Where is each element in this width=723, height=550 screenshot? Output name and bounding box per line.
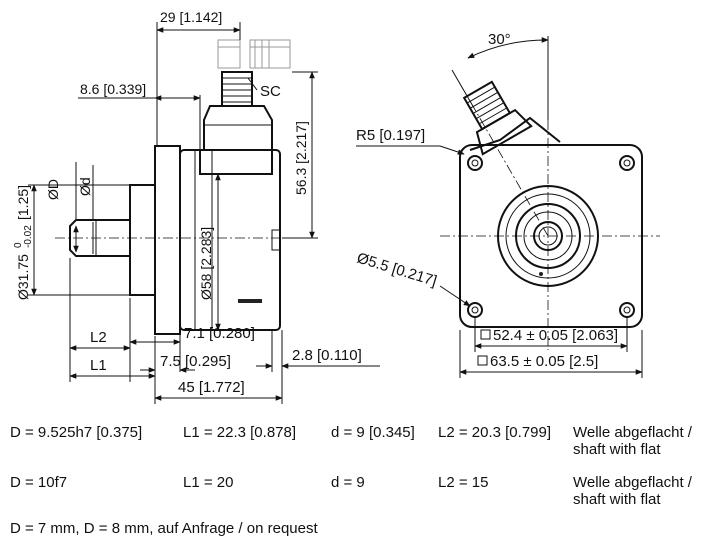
spec-row-2-note: Welle abgeflacht / shaft with flat [573,474,692,508]
technical-drawing: 29 [1.142] 8.6 [0.339] SC 56.3 [2.217] Ø… [13,9,660,404]
mounting-holes [467,155,635,318]
dim-L2-label: L2 [90,329,107,346]
dim-d-label: Ød [77,177,93,196]
dim-56-3-label: 56.3 [2.217] [293,121,309,195]
dim-spigot-tol-lower: -0.02 [23,225,34,248]
spec-row-1-note: Welle abgeflacht / shaft with flat [573,424,692,458]
dim-D-label: ØD [45,179,61,200]
dim-29-label: 29 [1.142] [160,9,222,25]
dim-spigot-tol-upper: 0 [13,242,24,248]
side-view: 29 [1.142] 8.6 [0.339] SC 56.3 [2.217] Ø… [13,9,380,404]
spec-row-1-L1: L1 = 22.3 [0.878] [183,424,297,441]
spec-row-2-d: d = 9 [331,474,365,491]
front-view: 30° R5 [0.197] Ø5.5 [0.217] 52.4 ± 0.05 … [355,31,660,378]
dim-7-1-label: 7.1 [0.280] [184,325,255,342]
dim-8-6-label: 8.6 [0.339] [80,81,146,97]
ghost-connector-outline [217,39,291,69]
spec-row-1-L2: L2 = 20.3 [0.799] [438,424,552,441]
spec-row-1-D: D = 9.525h7 [0.375] [10,424,143,441]
flange [129,145,181,335]
footnote: D = 7 mm, D = 8 mm, auf Anfrage / on req… [10,520,318,537]
angle-30-label: 30° [488,31,511,48]
connector-sc-label: SC [260,83,281,100]
spec-row-2-L1: L1 = 20 [183,474,234,491]
dim-2-8-label: 2.8 [0.110] [292,347,362,364]
encoder-housing [179,149,281,331]
dim-L1-label: L1 [90,357,107,374]
dim-spigot-label: Ø31.75 [15,254,31,300]
square-inner-label: 52.4 ± 0.05 [2.063] [493,327,618,344]
radius-r5-label: R5 [0.197] [356,127,425,144]
dim-diameter-58-label: Ø58 [2.283] [198,227,214,300]
dim-45-label: 45 [1.772] [178,379,245,396]
square-outer-label: 63.5 ± 0.05 [2.5] [490,353,598,370]
dim-7-5-label: 7.5 [0.295] [160,353,231,370]
dim-spigot-inch-label: [1.25] [15,185,31,220]
spec-row-2-D: D = 10f7 [10,474,68,491]
hole-diameter-label: Ø5.5 [0.217] [355,250,439,290]
spec-row-2-L2: L2 = 15 [438,474,489,491]
spec-row-1-d: d = 9 [0.345] [331,424,415,441]
